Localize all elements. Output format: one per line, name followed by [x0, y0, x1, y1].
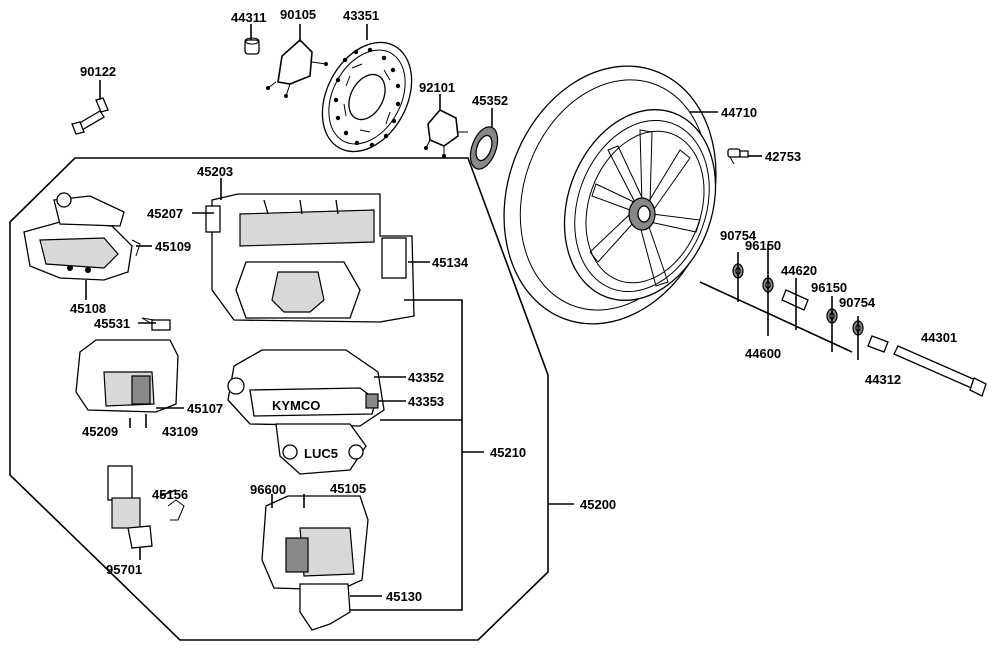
- label-44710: 44710: [721, 105, 757, 120]
- bolt-90122: [71, 97, 109, 135]
- label-43353: 43353: [408, 394, 444, 409]
- caliper-code-text: LUC5: [304, 446, 338, 461]
- label-44312: 44312: [865, 372, 901, 387]
- brake-disc: [321, 41, 413, 153]
- label-92101: 92101: [419, 80, 455, 95]
- label-45156: 45156: [152, 487, 188, 502]
- label-90105: 90105: [280, 7, 316, 22]
- label-45200: 45200: [580, 497, 616, 512]
- label-45210: 45210: [490, 445, 526, 460]
- label-45134: 45134: [432, 255, 469, 270]
- label-44301: 44301: [921, 330, 957, 345]
- caliper-half-45107: [75, 317, 179, 413]
- label-44311: 44311: [231, 10, 266, 25]
- caliper-bracket-45108: [23, 192, 141, 281]
- label-45107: 45107: [187, 401, 223, 416]
- label-43109: 43109: [162, 424, 198, 439]
- label-44600: 44600: [745, 346, 781, 361]
- label-96150-lower: 96150: [811, 280, 847, 295]
- label-90754-lower: 90754: [839, 295, 876, 310]
- label-95701: 95701: [106, 562, 142, 577]
- label-96600: 96600: [250, 482, 286, 497]
- label-96150-upper: 96150: [745, 238, 781, 253]
- label-43351: 43351: [343, 8, 379, 23]
- wheel-assembly: [503, 65, 717, 325]
- caliper-housing-kymco: KYMCO LUC5: [227, 349, 385, 475]
- caliper-assembly-boundary: [9, 157, 549, 641]
- wheel-spokes: [589, 129, 701, 287]
- label-44620: 44620: [781, 263, 817, 278]
- label-45352: 45352: [472, 93, 508, 108]
- label-45105: 45105: [330, 481, 366, 496]
- label-90754-upper: 90754: [720, 228, 757, 243]
- label-45209: 45209: [82, 424, 118, 439]
- label-90122: 90122: [80, 64, 116, 79]
- leader-lines: [85, 24, 859, 611]
- label-45203: 45203: [197, 164, 233, 179]
- tire-valve: [727, 148, 749, 165]
- label-45130: 45130: [386, 589, 422, 604]
- label-45531: 45531: [94, 316, 130, 331]
- caliper-half-45105: [261, 495, 369, 631]
- label-45108: 45108: [70, 301, 106, 316]
- speed-ring-45352: [469, 126, 499, 170]
- label-42753: 42753: [765, 149, 801, 164]
- bleeder-assembly: [107, 465, 185, 549]
- bolt-plate-90105: [266, 32, 328, 98]
- part-number-labels: 44311 90105 43351 90122 92101 45352 4471…: [70, 7, 957, 604]
- caliper-brand-text: KYMCO: [272, 398, 320, 413]
- collar-44311: [244, 37, 260, 55]
- bolt-plate-92101: [424, 109, 468, 158]
- label-45207: 45207: [147, 206, 183, 221]
- caliper-body-45203: [205, 193, 415, 323]
- label-43352: 43352: [408, 370, 444, 385]
- label-45109: 45109: [155, 239, 191, 254]
